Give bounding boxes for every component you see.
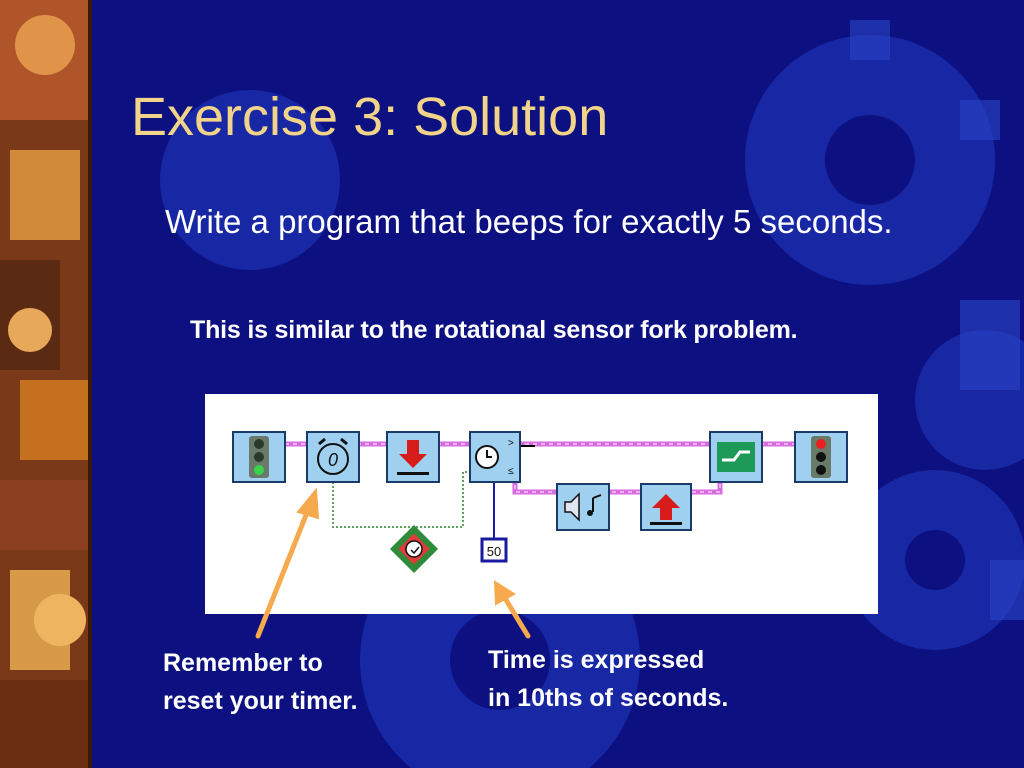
upload-icon[interactable] [640,483,692,531]
program-diagram: 0 > ≤ 50 [205,394,878,614]
timer-value-box[interactable]: 50 [480,537,508,563]
reset-timer-icon[interactable]: 0 [306,431,360,483]
fork-merge-icon[interactable] [709,431,763,483]
svg-text:0: 0 [328,450,338,470]
download-icon[interactable] [386,431,440,483]
reset-timer-callout: Remember to reset your timer. [163,644,358,720]
reset-arrow-icon [255,487,320,639]
time-callout-line2: in 10ths of seconds. [488,684,729,712]
reset-callout-line2: reset your timer. [163,687,358,715]
svg-text:≤: ≤ [508,466,514,477]
time-units-callout: Time is expressed in 10ths of seconds. [488,641,728,717]
stop-traffic-light-icon[interactable] [794,431,848,483]
slide-title: Exercise 3: Solution [131,87,609,147]
slide-note: This is similar to the rotational sensor… [190,316,798,344]
left-collage-strip [0,0,92,768]
timer-fork-icon[interactable]: > ≤ [469,431,521,483]
reset-callout-line1: Remember to [163,649,323,677]
timer-container-icon[interactable] [389,524,439,574]
beep-sound-icon[interactable] [556,483,610,531]
slide-body-text: Write a program that beeps for exactly 5… [165,203,893,240]
timer-value: 50 [487,544,501,559]
time-callout-line1: Time is expressed [488,646,705,674]
start-traffic-light-icon[interactable] [232,431,286,483]
svg-text:>: > [508,438,514,449]
time-arrow-icon [493,580,531,639]
